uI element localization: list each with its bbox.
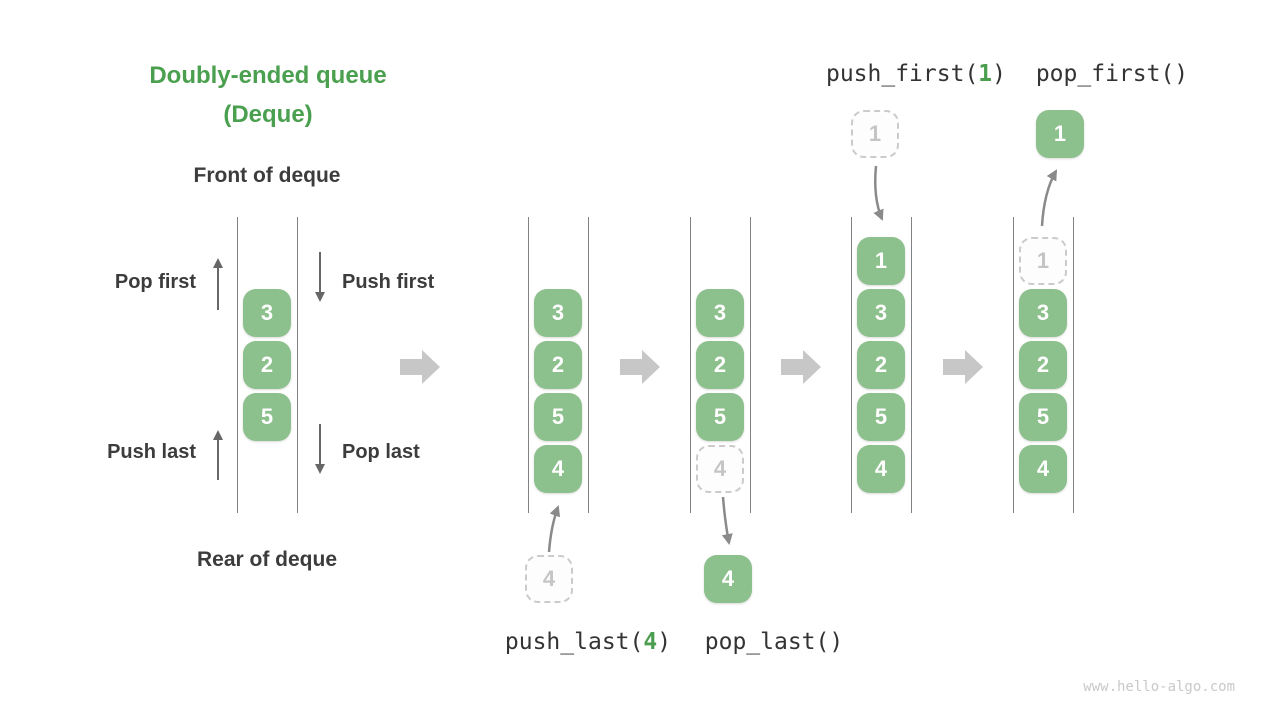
deque-cell: 2: [696, 341, 744, 389]
deque-cell: 5: [1019, 393, 1067, 441]
front-of-deque-label: Front of deque: [193, 164, 341, 187]
deque-cell: 2: [1019, 341, 1067, 389]
deque-cell: 5: [243, 393, 291, 441]
pop-last-code-label: pop_last(): [664, 629, 884, 655]
deque-cell: 2: [857, 341, 905, 389]
code-text: ): [992, 61, 1007, 87]
code-arg: 4: [643, 629, 658, 655]
transition-arrow-3: [781, 350, 821, 384]
pop-last-label: Pop last: [342, 441, 420, 463]
deque-during-pop-first: 1 3 2 5 4: [1013, 217, 1074, 513]
watermark: www.hello-algo.com: [1083, 679, 1235, 695]
deque-initial: 3 2 5: [237, 217, 298, 513]
deque-cell: 5: [534, 393, 582, 441]
deque-cell: 3: [243, 289, 291, 337]
pop-first-label: Pop first: [114, 271, 196, 293]
code-text: push_first(: [825, 61, 979, 87]
transition-arrow-1: [400, 350, 440, 384]
deque-cell: 4: [534, 445, 582, 493]
deque-cell-ghost: 4: [696, 445, 744, 493]
deque-cell: 3: [857, 289, 905, 337]
code-text: pop_first(): [1035, 61, 1189, 87]
pop-last-result-cell: 4: [704, 555, 752, 603]
title-line-2: (Deque): [223, 101, 313, 128]
transition-arrow-2: [620, 350, 660, 384]
push-first-flow-arrow: [873, 165, 884, 221]
deque-after-push-first: 1 3 2 5 4: [851, 217, 912, 513]
push-last-flow-arrow: [547, 505, 561, 553]
deque-cell: 5: [857, 393, 905, 441]
deque-cell: 1: [857, 237, 905, 285]
push-first-label: Push first: [342, 271, 435, 293]
deque-cell: 3: [696, 289, 744, 337]
deque-cell: 3: [534, 289, 582, 337]
code-text: pop_last(): [704, 629, 844, 655]
pop-first-result-cell: 1: [1036, 110, 1084, 158]
push-first-code-label: push_first(1): [806, 61, 1026, 87]
deque-cell-ghost: 1: [1019, 237, 1067, 285]
push-last-source-cell: 4: [525, 555, 573, 603]
push-last-code-label: push_last(4): [478, 629, 698, 655]
deque-cell: 2: [534, 341, 582, 389]
deque-cell: 5: [696, 393, 744, 441]
pop-first-code-label: pop_first(): [1002, 61, 1222, 87]
deque-after-push-last: 3 2 5 4: [528, 217, 589, 513]
push-first-source-cell: 1: [851, 110, 899, 158]
deque-cell: 3: [1019, 289, 1067, 337]
push-last-label: Push last: [107, 441, 196, 463]
deque-cell: 4: [1019, 445, 1067, 493]
page-title: Doubly-ended queue (Deque): [88, 56, 448, 134]
rear-of-deque-label: Rear of deque: [196, 548, 338, 571]
title-line-1: Doubly-ended queue: [149, 62, 387, 89]
deque-cell: 4: [857, 445, 905, 493]
code-arg: 1: [978, 61, 993, 87]
transition-arrow-4: [943, 350, 983, 384]
deque-cell: 2: [243, 341, 291, 389]
deque-during-pop-last: 3 2 5 4: [690, 217, 751, 513]
code-text: push_last(: [504, 629, 644, 655]
code-text: ): [657, 629, 672, 655]
